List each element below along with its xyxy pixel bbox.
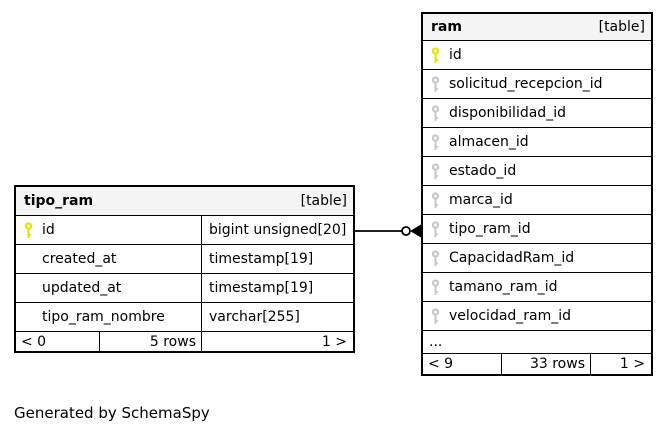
foreign-key-icon	[431, 307, 449, 325]
column-name-cell: created_at	[16, 245, 201, 273]
foreign-key-icon	[431, 75, 449, 93]
table-name[interactable]: tipo_ram	[24, 193, 94, 209]
column-row-created_at: created_at timestamp[19]	[16, 245, 353, 274]
pager-next[interactable]: 1 >	[619, 356, 645, 372]
foreign-key-glyph	[431, 75, 440, 92]
table-name[interactable]: ram	[431, 19, 462, 35]
table-badge: [table]	[598, 19, 645, 35]
foreign-key-glyph	[431, 278, 440, 295]
column-type: bigint unsigned[20]	[201, 216, 353, 244]
foreign-key-glyph	[431, 307, 440, 324]
foreign-key-icon	[431, 220, 449, 238]
table-header[interactable]: tipo_ram [table]	[16, 187, 353, 216]
column-row-tipo_ram_nombre: tipo_ram_nombre varchar[255]	[16, 303, 353, 332]
generated-by-note: Generated by SchemaSpy	[14, 404, 210, 422]
foreign-key-glyph	[431, 133, 440, 150]
column-name: CapacidadRam_id	[449, 250, 575, 266]
fk-connector	[355, 224, 421, 238]
column-name-cell: CapacidadRam_id	[423, 244, 651, 272]
column-name: tipo_ram_id	[449, 221, 531, 237]
column-name-cell: velocidad_ram_id	[423, 302, 651, 330]
more-columns-ellipsis: ...	[423, 331, 651, 354]
primary-key-glyph	[24, 221, 33, 238]
foreign-key-glyph	[431, 249, 440, 266]
column-type: timestamp[19]	[201, 274, 353, 302]
column-name: almacen_id	[449, 134, 529, 150]
column-row-disponibilidad_id: disponibilidad_id	[423, 99, 651, 128]
foreign-key-glyph	[431, 220, 440, 237]
column-row-almacen_id: almacen_id	[423, 128, 651, 157]
column-rows: id solicitud_recepcion_id disponibilidad_i…	[423, 41, 651, 331]
primary-key-icon	[431, 46, 449, 64]
column-name-cell: almacen_id	[423, 128, 651, 156]
foreign-key-icon	[431, 133, 449, 151]
pager-prev[interactable]: < 0	[21, 333, 47, 350]
column-row-CapacidadRam_id: CapacidadRam_id	[423, 244, 651, 273]
column-name-cell: marca_id	[423, 186, 651, 214]
column-name: velocidad_ram_id	[449, 308, 572, 324]
column-name-cell: estado_id	[423, 157, 651, 185]
foreign-key-icon	[431, 278, 449, 296]
foreign-key-icon	[431, 191, 449, 209]
pager-next[interactable]: 1 >	[321, 333, 347, 350]
row-count: 33 rows	[501, 354, 591, 374]
column-name-cell: updated_at	[16, 274, 201, 302]
row-count: 5 rows	[99, 332, 202, 351]
foreign-key-icon	[431, 249, 449, 267]
column-name: created_at	[42, 251, 117, 267]
column-row-tamano_ram_id: tamano_ram_id	[423, 273, 651, 302]
table-badge: [table]	[300, 193, 347, 209]
column-name: id	[42, 222, 55, 238]
column-row-updated_at: updated_at timestamp[19]	[16, 274, 353, 303]
table-header[interactable]: ram [table]	[423, 14, 651, 41]
column-name-cell: tipo_ram_id	[423, 215, 651, 243]
column-row-id: id	[423, 41, 651, 70]
column-row-marca_id: marca_id	[423, 186, 651, 215]
column-name: estado_id	[449, 163, 517, 179]
column-type: varchar[255]	[201, 303, 353, 331]
column-name-cell: disponibilidad_id	[423, 99, 651, 127]
foreign-key-glyph	[431, 162, 440, 179]
column-row-tipo_ram_id: tipo_ram_id	[423, 215, 651, 244]
primary-key-glyph	[431, 46, 440, 63]
column-row-estado_id: estado_id	[423, 157, 651, 186]
foreign-key-icon	[431, 104, 449, 122]
column-name: tipo_ram_nombre	[42, 309, 165, 325]
column-name: solicitud_recepcion_id	[449, 76, 603, 92]
column-name-cell: tamano_ram_id	[423, 273, 651, 301]
crow-foot-arrow-icon	[410, 224, 421, 238]
column-name-cell: id	[16, 216, 201, 244]
pager-prev[interactable]: < 9	[428, 356, 454, 372]
column-name: id	[449, 47, 462, 63]
foreign-key-icon	[431, 162, 449, 180]
column-type: timestamp[19]	[201, 245, 353, 273]
column-row-solicitud_recepcion_id: solicitud_recepcion_id	[423, 70, 651, 99]
column-name: tamano_ram_id	[449, 279, 558, 295]
foreign-key-glyph	[431, 104, 440, 121]
column-rows: id bigint unsigned[20] created_at timestamp…	[16, 216, 353, 332]
column-row-id: id bigint unsigned[20]	[16, 216, 353, 245]
column-name: updated_at	[42, 280, 122, 296]
zero-cardinality-circle	[401, 226, 411, 236]
column-name: marca_id	[449, 192, 513, 208]
column-name-cell: tipo_ram_nombre	[16, 303, 201, 331]
primary-key-icon	[24, 221, 42, 239]
column-row-velocidad_ram_id: velocidad_ram_id	[423, 302, 651, 331]
table-footer: < 0 5 rows 1 >	[16, 332, 353, 351]
table-footer: < 9 33 rows 1 >	[423, 354, 651, 374]
column-name-cell: solicitud_recepcion_id	[423, 70, 651, 98]
column-name: disponibilidad_id	[449, 105, 566, 121]
foreign-key-glyph	[431, 191, 440, 208]
column-name-cell: id	[423, 41, 651, 69]
